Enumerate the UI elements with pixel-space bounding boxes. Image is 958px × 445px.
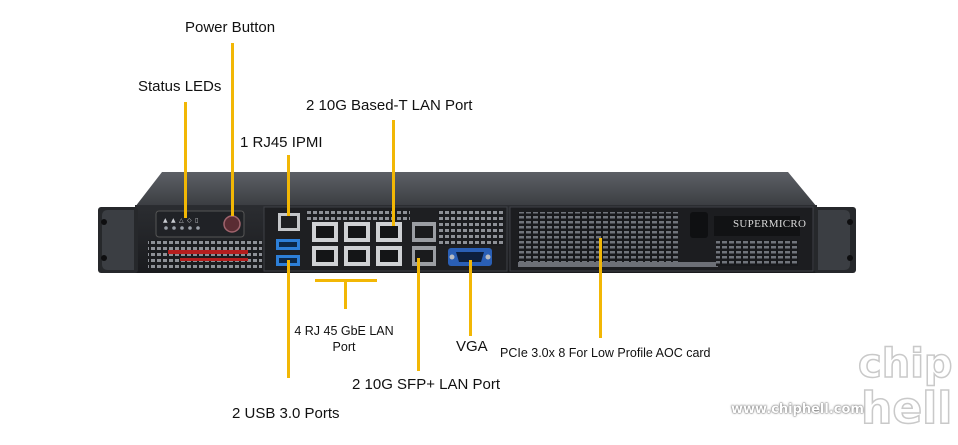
svg-text:△: △ xyxy=(179,217,184,224)
svg-text:◇: ◇ xyxy=(187,217,192,224)
leader-line-pcie xyxy=(599,238,602,338)
watermark-url: www.chiphell.com xyxy=(731,402,864,417)
label-gbe-lan: 4 RJ 45 GbE LAN Port xyxy=(288,324,400,354)
leader-line-sfp xyxy=(417,258,420,371)
leader-line-ipmi xyxy=(287,155,290,216)
svg-text:chip: chip xyxy=(858,341,953,387)
label-gbe-lan-line1: 4 RJ 45 GbE LAN xyxy=(294,324,394,338)
label-rj45-ipmi: 1 RJ45 IPMI xyxy=(240,134,323,151)
watermark-logo-image: chip hell xyxy=(857,340,953,435)
label-sfp-lan: 2 10G SFP+ LAN Port xyxy=(352,376,500,393)
leader-line-status xyxy=(184,102,187,218)
label-usb-ports: 2 USB 3.0 Ports xyxy=(232,405,340,422)
svg-text:▯: ▯ xyxy=(195,217,198,224)
label-power-button: Power Button xyxy=(185,19,276,36)
label-gbe-lan-line2: Port xyxy=(332,340,356,354)
label-10g-base-t-lan: 2 10G Based-T LAN Port xyxy=(306,97,473,114)
svg-text:▲: ▲ xyxy=(171,217,176,224)
leader-line-gbe xyxy=(344,279,347,309)
label-status-leds: Status LEDs xyxy=(138,78,222,95)
leader-line-power xyxy=(231,43,234,216)
leader-line-10g-base-t xyxy=(392,120,395,226)
svg-text:hell: hell xyxy=(861,383,952,434)
svg-text:▲: ▲ xyxy=(163,217,168,224)
label-vga: VGA xyxy=(456,338,488,355)
leader-line-vga xyxy=(469,260,472,336)
label-pcie: PCIe 3.0x 8 For Low Profile AOC card xyxy=(500,346,711,360)
leader-line-usb xyxy=(287,260,290,378)
brand-logo: SUPERMICRO xyxy=(733,218,807,230)
